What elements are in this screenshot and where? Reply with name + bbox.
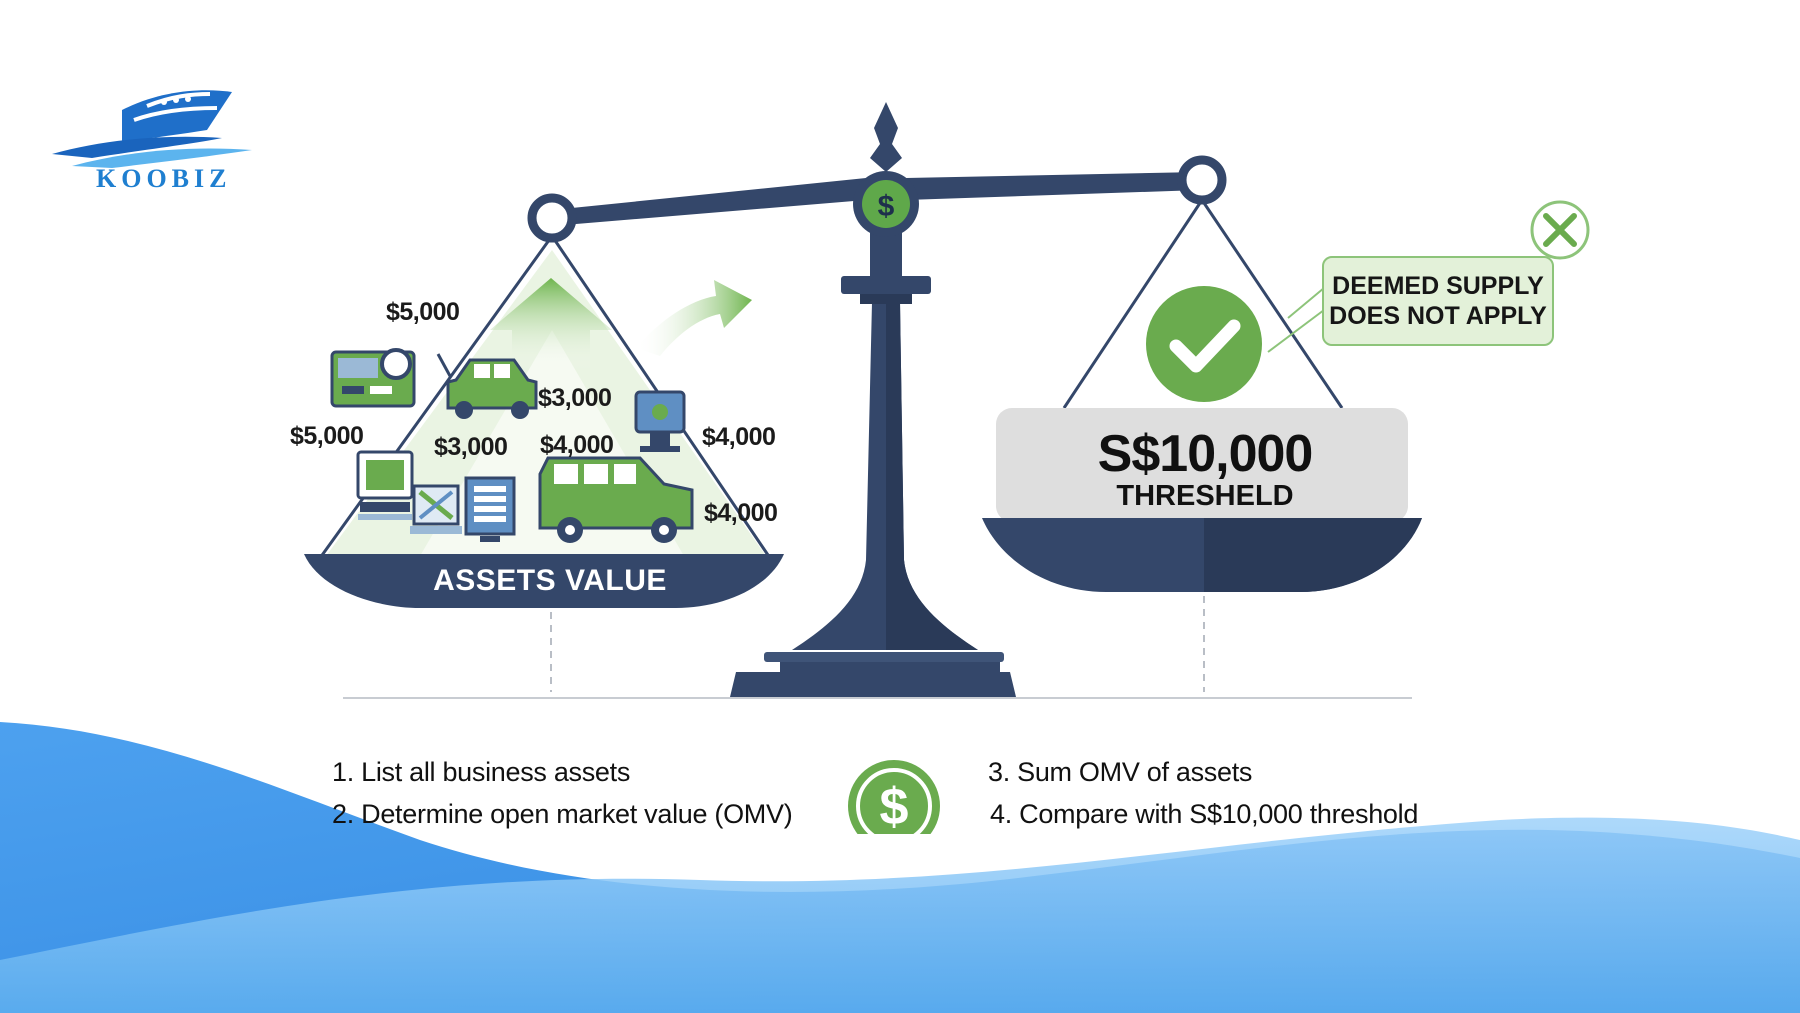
car-icon <box>436 353 538 419</box>
svg-text:$: $ <box>878 190 895 223</box>
van-icon <box>538 456 694 543</box>
monitor-icon <box>356 450 414 520</box>
checkmark-circle-icon <box>1146 286 1262 402</box>
step-item: 3. Sum OMV of assets <box>988 757 1253 787</box>
tools-icon <box>410 484 462 534</box>
step-item: 4. Compare with S$10,000 threshold <box>990 799 1419 829</box>
price-tag: $3,000 <box>538 384 612 412</box>
svg-text:$: $ <box>880 778 909 834</box>
projector-icon <box>330 348 416 408</box>
price-tag: $3,000 <box>434 433 508 461</box>
price-tag: $4,000 <box>540 431 614 459</box>
price-tag: $4,000 <box>702 423 776 451</box>
callout-line: DOES NOT APPLY <box>1329 302 1547 330</box>
price-tag: $4,000 <box>704 499 778 527</box>
assets-value-label: ASSETS VALUE <box>433 564 667 597</box>
computer-icon <box>464 476 516 542</box>
step-item: 2. Determine open market value (OMV) <box>332 799 793 829</box>
price-tag: $5,000 <box>290 422 364 450</box>
callout-line: DEEMED SUPPLY <box>1332 272 1544 300</box>
deemed-supply-callout: DEEMED SUPPLY DOES NOT APPLY <box>1322 256 1554 346</box>
ship-logo-icon <box>52 90 252 168</box>
threshold-amount: S$10,000 <box>1097 425 1314 483</box>
tablet-icon <box>634 390 686 452</box>
threshold-label: THRESHELD <box>1116 480 1294 512</box>
dollar-coin-icon: $ <box>848 760 940 834</box>
dollar-coin-icon <box>862 180 910 228</box>
price-tag: $5,000 <box>386 298 460 326</box>
step-item: 1. List all business assets <box>332 757 631 787</box>
brand-name: KOOBIZ <box>96 164 232 193</box>
